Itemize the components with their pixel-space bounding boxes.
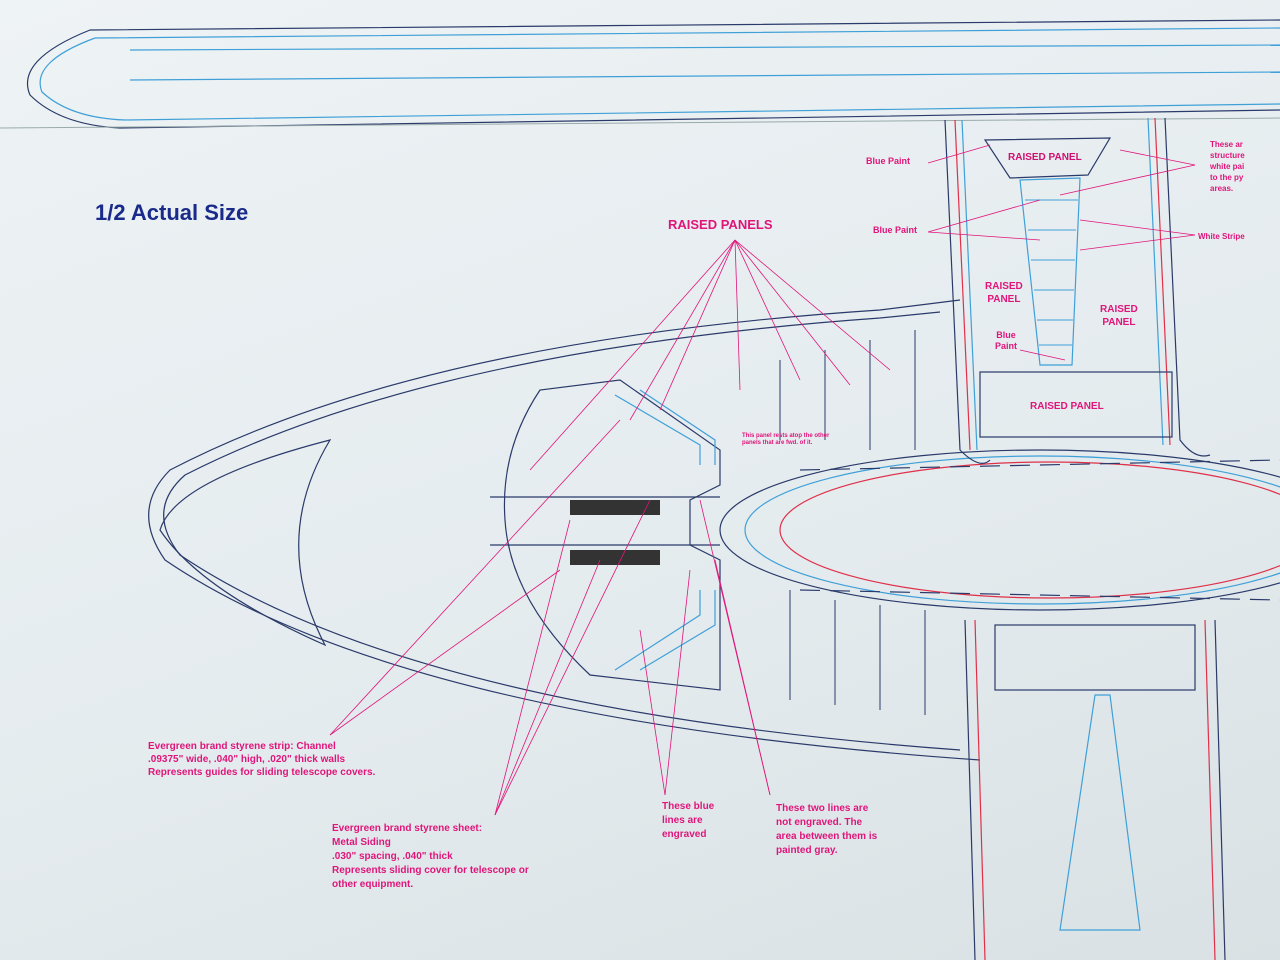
- panel-note: This panel rests atop the other panels t…: [742, 433, 830, 446]
- central-hub: [719, 449, 1280, 611]
- upper-hull: [0, 19, 1280, 129]
- raised-panels-label: RAISED PANELS: [668, 217, 773, 232]
- channel-note: Evergreen brand styrene strip: Channel .…: [148, 741, 376, 778]
- raised-panel-label: RAISED PANEL: [1100, 304, 1138, 328]
- raised-panel-label: RAISED PANEL: [1008, 152, 1082, 163]
- white-stripe-label: White Stripe: [1198, 232, 1245, 241]
- blue-paint-label: Blue Paint: [873, 225, 918, 235]
- blue-paint-label: Blue Paint: [866, 156, 911, 166]
- blue-paint-label: Blue Paint: [995, 330, 1018, 351]
- nacelle-outline: [148, 299, 981, 761]
- raised-panel-label: RAISED PANEL: [1030, 401, 1104, 412]
- blue-lines-note: These blue lines are engraved: [662, 801, 715, 840]
- scale-title: 1/2 Actual Size: [95, 200, 249, 225]
- two-lines-note: These two lines are not engraved. The ar…: [776, 803, 878, 856]
- raised-panel-label: RAISED PANEL: [985, 281, 1023, 305]
- upper-pylon: [944, 117, 1211, 464]
- leader-lines: [329, 144, 1196, 816]
- sheet-note: Evergreen brand styrene sheet: Metal Sid…: [332, 823, 529, 890]
- structure-note: These ar structure white pai to the py a…: [1210, 140, 1245, 193]
- lower-pylon: [964, 619, 1226, 960]
